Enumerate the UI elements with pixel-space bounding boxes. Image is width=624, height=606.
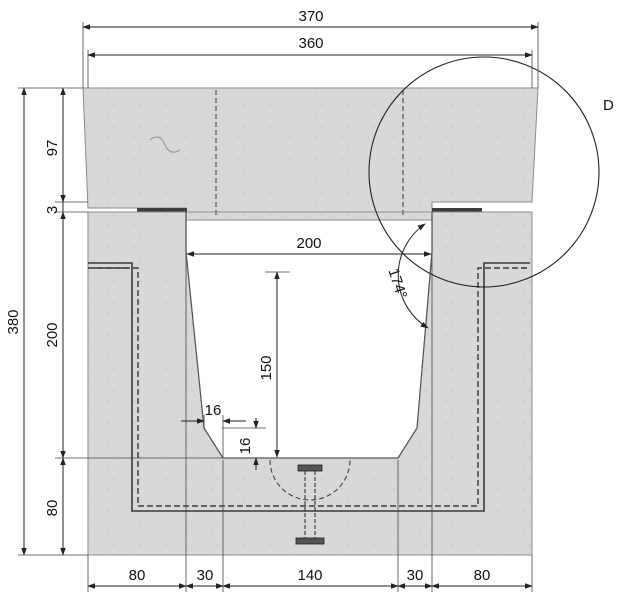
- channel-body: [87, 211, 533, 556]
- detail-label: D: [603, 97, 614, 114]
- dimension-channel-depth: [265, 271, 290, 458]
- dim-gap-height-label: 3: [44, 206, 61, 214]
- dimension-wall-angle: [397, 223, 429, 329]
- dim-channel-wall-height-label: 200: [44, 322, 61, 347]
- dim-chamfer-horizontal-label: 16: [205, 402, 222, 419]
- dim-cover-width-label: 360: [298, 35, 323, 52]
- dim-chamfer-vertical-label: 16: [237, 438, 254, 455]
- dim-bottom-left-slope-label: 30: [197, 567, 214, 584]
- dimension-bottom-chain: [87, 212, 533, 592]
- seal-strip-right: [432, 208, 482, 213]
- dim-overall-width-label: 370: [298, 8, 323, 25]
- dimension-channel-wall-height: [55, 211, 223, 459]
- dimension-chamfer: [181, 415, 266, 470]
- dimension-cover-width: [87, 50, 533, 88]
- dim-wall-angle-label: 174°: [384, 266, 410, 301]
- cover-slab: [82, 87, 539, 221]
- dim-bottom-right-wall-label: 80: [474, 567, 491, 584]
- dim-bottom-left-wall-label: 80: [129, 567, 146, 584]
- dim-cover-height-label: 97: [44, 140, 61, 157]
- dim-bottom-right-slope-label: 30: [407, 567, 424, 584]
- dim-bottom-width-label: 140: [297, 567, 322, 584]
- dim-base-height-label: 80: [44, 500, 61, 517]
- dim-opening-width-label: 200: [296, 235, 321, 252]
- anchor-bolt-detail: [269, 459, 351, 545]
- channel-inner-outline: [185, 212, 433, 459]
- dim-channel-depth-label: 150: [258, 355, 275, 380]
- reinforcement-cage: [88, 262, 530, 512]
- dimension-total-height: [18, 87, 88, 556]
- dimension-cover-height: [55, 87, 88, 203]
- dimension-overall-width: [82, 22, 539, 88]
- dim-total-height-label: 380: [5, 309, 22, 334]
- seal-strip-left: [137, 208, 187, 213]
